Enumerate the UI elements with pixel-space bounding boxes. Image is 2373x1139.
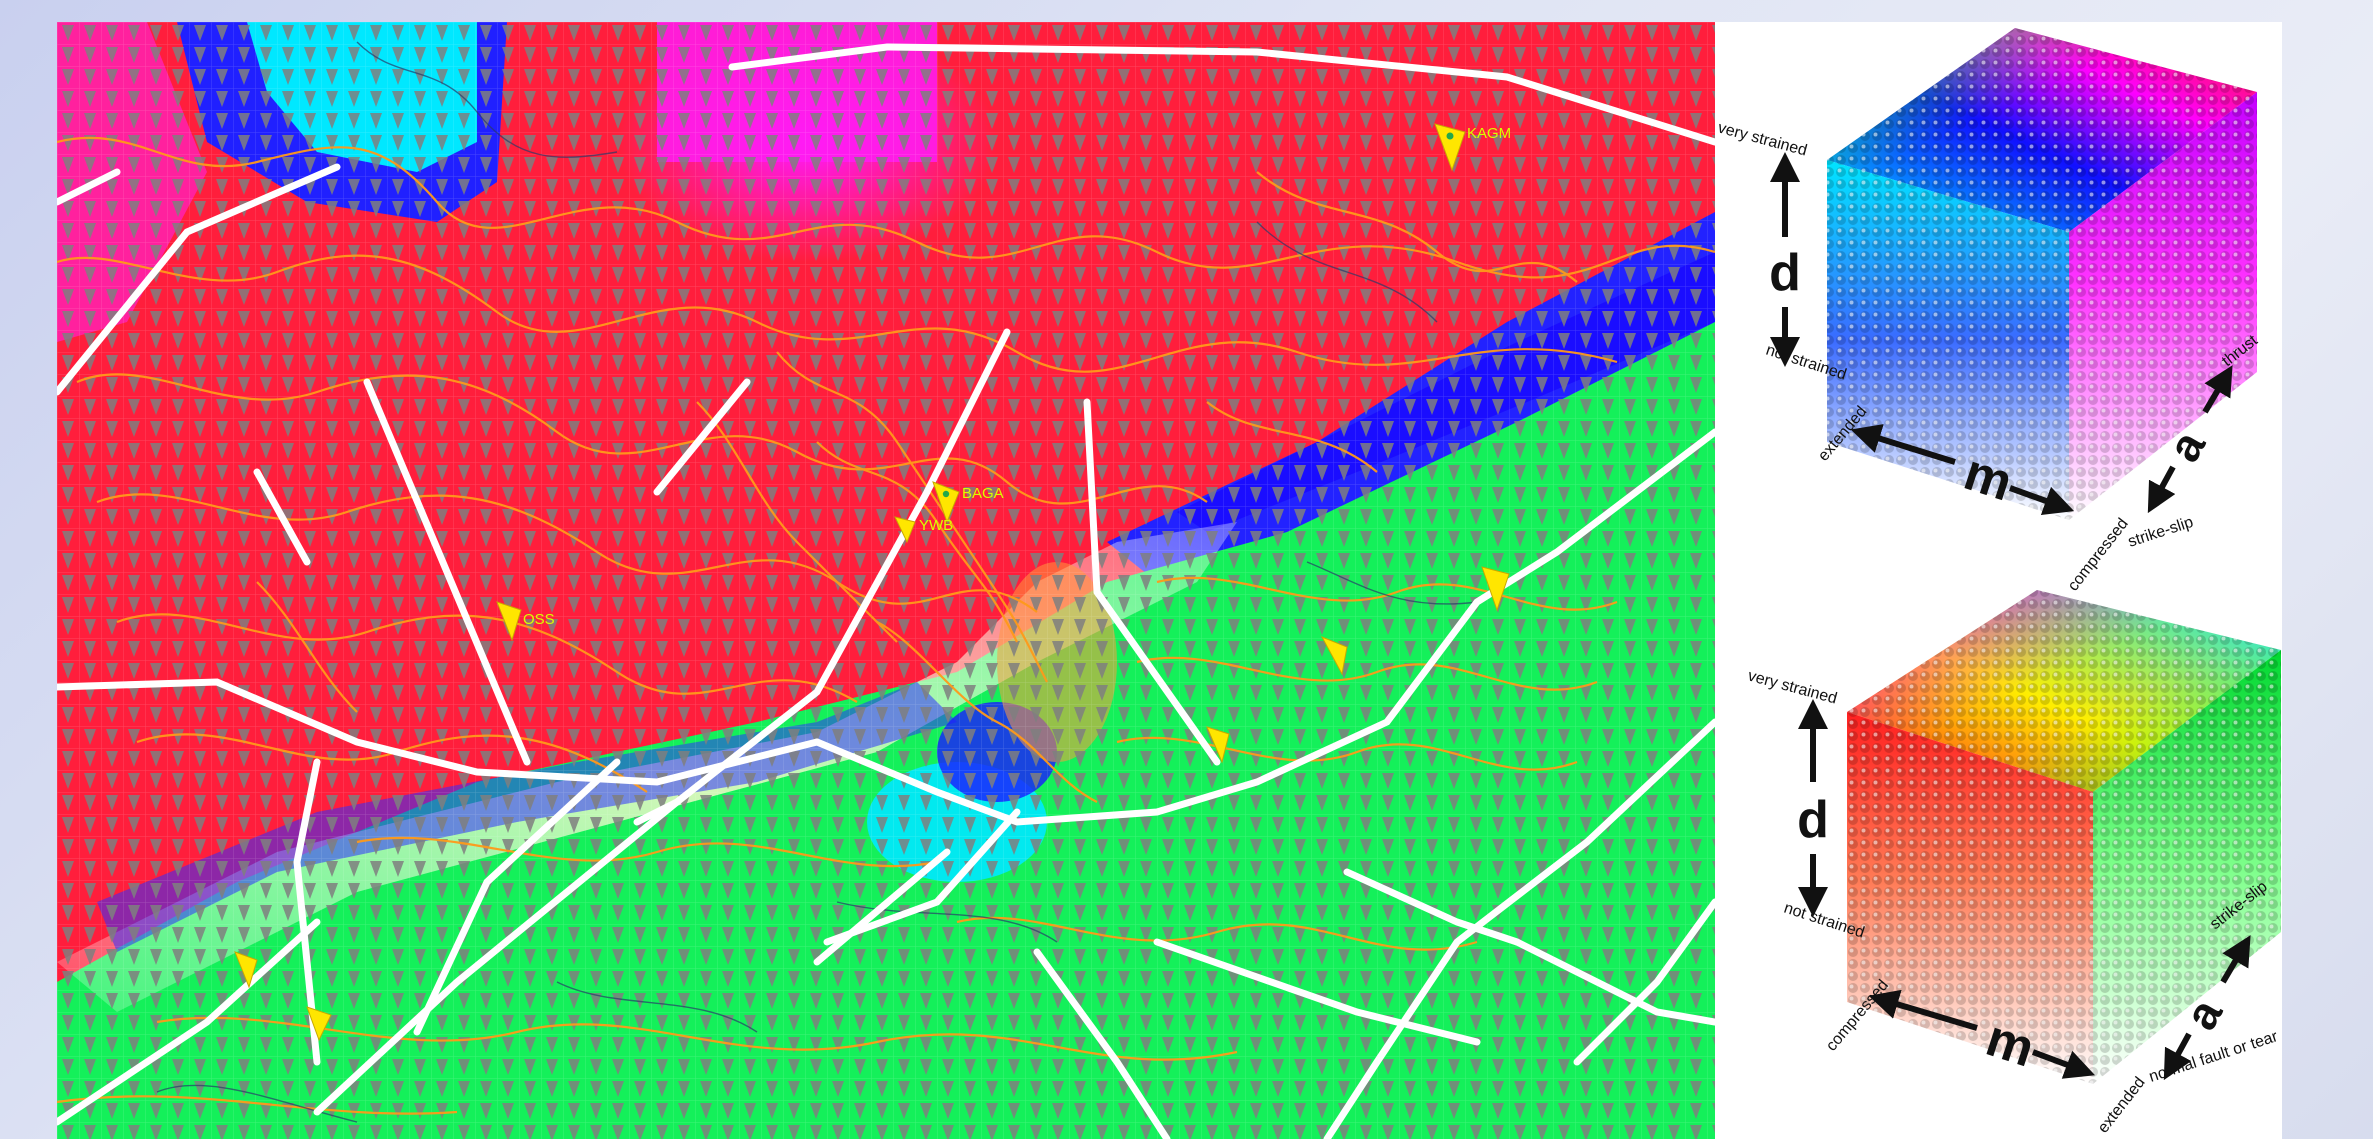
seismic-stations: KAGM BAGA YWB OSS: [234, 123, 1511, 1042]
station-label-baga: BAGA: [962, 485, 1004, 502]
station-ywb[interactable]: YWB: [894, 516, 953, 544]
station-marker[interactable]: [1320, 636, 1348, 676]
axis-letter-d: d: [1769, 244, 1801, 302]
station-baga[interactable]: BAGA: [932, 481, 1004, 524]
station-marker[interactable]: [1206, 726, 1230, 764]
label-very-strained: very strained: [1716, 119, 1809, 159]
legend-cube-2: very strained not strained compressed ex…: [1746, 590, 2281, 1136]
station-marker[interactable]: [1481, 566, 1510, 612]
axis-arrow-m: m: [1868, 989, 2096, 1079]
label-compressed: compressed: [2065, 515, 2132, 594]
label-very-strained: very strained: [1746, 667, 1839, 707]
legend-canvas: very strained not strained extended comp…: [1716, 28, 2281, 1136]
station-oss[interactable]: OSS: [496, 601, 555, 642]
station-marker[interactable]: [306, 1006, 332, 1042]
station-label-ywb: YWB: [919, 517, 953, 534]
axis-letter-d: d: [1797, 791, 1829, 849]
label-strike-slip: strike-slip: [2126, 514, 2196, 551]
station-label-kagm: KAGM: [1467, 125, 1511, 142]
legend-cube-1: very strained not strained extended comp…: [1716, 28, 2261, 594]
label-extended: extended: [2095, 1074, 2149, 1136]
topographic-contours: [57, 136, 1715, 1115]
axis-arrow-d: d: [1769, 152, 1801, 367]
fault-traces: [57, 43, 1715, 1139]
station-kagm[interactable]: KAGM: [1434, 123, 1511, 172]
slip-direction-arrows: [57, 22, 1715, 1139]
color-cube-2: [1847, 590, 2281, 1084]
station-label-oss: OSS: [523, 611, 555, 628]
color-cube-1: [1827, 28, 2257, 520]
axis-arrow-d: d: [1797, 699, 1829, 917]
station-marker[interactable]: [234, 951, 258, 989]
axis-letter-a: a: [2174, 990, 2232, 1039]
strain-map-canvas: KAGM BAGA YWB OSS: [57, 22, 1715, 1139]
axis-letter-a: a: [2157, 422, 2215, 471]
strain-map[interactable]: KAGM BAGA YWB OSS: [57, 22, 1715, 1139]
legend-panel: very strained not strained extended comp…: [1715, 22, 2282, 1139]
label-normal-fault-or-tear: normal fault or tear: [2147, 1028, 2281, 1086]
